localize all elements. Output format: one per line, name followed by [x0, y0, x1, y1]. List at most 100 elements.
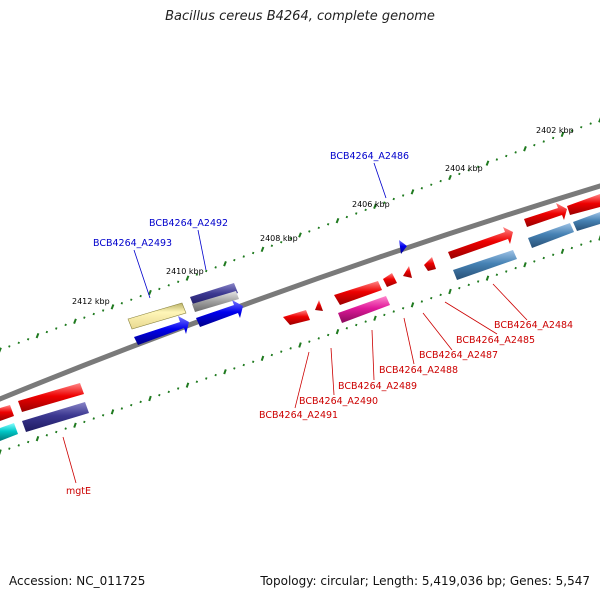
scale-tick-major	[560, 248, 565, 255]
gene-label-bcb4264-a2486[interactable]: BCB4264_A2486	[330, 151, 409, 162]
gene-arrow[interactable]	[524, 203, 567, 227]
gene-arrow[interactable]	[22, 402, 89, 432]
scale-tick-minor	[101, 413, 105, 417]
scale-tick-minor	[101, 309, 105, 312]
scale-tick-minor	[580, 243, 583, 246]
gene-label-bcb4264-a2490[interactable]: BCB4264_A2490	[299, 396, 378, 407]
scale-tick-minor	[139, 294, 142, 298]
scale-tick-minor	[355, 212, 358, 215]
scale-tick-minor	[289, 237, 292, 240]
leader-line	[373, 162, 387, 199]
scale-tick-minor	[158, 287, 161, 291]
scale-tick-major	[485, 160, 490, 166]
scale-labels: 2402 kbp 2404 kbp 2406 kbp 2408 kbp 2410…	[72, 126, 574, 306]
gene-arrow[interactable]	[0, 423, 18, 441]
reverse-strand-genes	[0, 257, 436, 441]
scale-tick-minor	[308, 230, 311, 233]
scale-tick-minor	[476, 165, 480, 169]
scale-tick-minor	[167, 390, 170, 394]
gene-arrow[interactable]	[134, 316, 189, 345]
scale-tick-minor	[242, 363, 245, 367]
scale-tick-minor	[495, 158, 499, 161]
scale-tick-major	[148, 289, 152, 296]
gene-arrow[interactable]	[424, 257, 436, 271]
gene-label-bcb4264-a2493[interactable]: BCB4264_A2493	[93, 238, 172, 249]
leader-line	[197, 229, 207, 271]
scale-tick-major	[598, 117, 600, 123]
scale-tick-minor	[514, 151, 517, 154]
scale-tick-minor	[83, 420, 86, 424]
gene-arrow[interactable]	[567, 194, 600, 215]
leader-line	[133, 249, 151, 299]
scale-tick-minor	[364, 320, 367, 323]
scale-tick-minor	[495, 273, 499, 277]
gene-label-bcb4264-a2488[interactable]: BCB4264_A2488	[379, 365, 458, 376]
gene-label-bcb4264-a2487[interactable]: BCB4264_A2487	[419, 350, 498, 361]
gene-arrow[interactable]	[453, 250, 517, 280]
leader-line	[403, 317, 415, 365]
scale-tick-minor	[17, 444, 20, 447]
gene-label-mgte[interactable]: mgtE	[66, 486, 91, 497]
scale-tick-minor	[195, 273, 199, 276]
gene-arrow[interactable]	[334, 281, 382, 305]
forward-strand-genes	[127, 194, 600, 345]
scale-tick-minor	[326, 222, 330, 226]
gene-label-bcb4264-a2492[interactable]: BCB4264_A2492	[149, 218, 228, 229]
gene-arrow[interactable]	[283, 310, 310, 325]
scale-tick-minor	[205, 269, 208, 273]
scale-tick-minor	[420, 186, 424, 190]
gene-arrow[interactable]	[383, 273, 397, 287]
gene-arrow[interactable]	[18, 383, 84, 412]
scale-tick-minor	[589, 122, 592, 125]
scale-tick-minor	[542, 256, 545, 260]
gene-arrow[interactable]	[127, 302, 187, 330]
scale-tick-minor	[383, 201, 386, 204]
scale-tick-major	[185, 382, 190, 388]
scale-tick-minor	[364, 208, 367, 212]
scale-tick-minor	[205, 377, 208, 380]
scale-tick-minor	[167, 284, 170, 287]
gene-label-bcb4264-a2491[interactable]: BCB4264_A2491	[259, 410, 338, 421]
scale-tick-minor	[176, 280, 180, 284]
gene-label-bcb4264-a2489[interactable]: BCB4264_A2489	[338, 381, 417, 392]
gene-arrow[interactable]	[196, 300, 243, 327]
gene-arrow[interactable]	[338, 296, 390, 323]
scale-tick-minor	[92, 312, 95, 316]
gene-arrow[interactable]	[403, 266, 412, 278]
scale-tick-major	[373, 315, 377, 321]
gene-label-bcb4264-a2484[interactable]: BCB4264_A2484	[494, 320, 573, 331]
scale-tick-major	[523, 262, 527, 268]
scale-tick-minor	[467, 283, 470, 287]
gene-arrow[interactable]	[315, 300, 323, 311]
scale-tick-major	[298, 342, 302, 348]
gene-arrow[interactable]	[528, 223, 574, 248]
gene-label-bcb4264-a2485[interactable]: BCB4264_A2485	[456, 335, 535, 346]
gene-arrow[interactable]	[448, 227, 513, 259]
scale-tick-minor	[214, 373, 217, 377]
scale-tick-major	[73, 318, 77, 324]
gene-arrow[interactable]	[399, 240, 407, 254]
gene-arrow[interactable]	[0, 405, 14, 421]
scale-tick-minor	[505, 270, 508, 273]
scale-tick-minor	[355, 323, 358, 327]
scale-tick-minor	[214, 266, 217, 269]
scale-tick-major	[260, 355, 265, 362]
scale-tick-major	[110, 409, 115, 415]
scale-tick-minor	[439, 293, 442, 297]
scale-tick-major	[35, 435, 40, 442]
scale-tick-minor	[439, 179, 442, 183]
gene-arrow[interactable]	[573, 212, 600, 231]
genome-summary: Topology: circular; Length: 5,419,036 bp…	[260, 574, 590, 588]
scale-tick-minor	[64, 427, 67, 430]
scale-tick-minor	[505, 154, 508, 158]
leader-line	[492, 283, 528, 321]
map-title: Bacillus cereus B4264, complete genome	[165, 9, 435, 24]
scale-tick-minor	[533, 260, 536, 263]
scale-tick-minor	[120, 407, 124, 410]
gene-arrow[interactable]	[192, 291, 239, 312]
gene-arrow[interactable]	[190, 283, 238, 307]
scale-tick-minor	[270, 244, 274, 248]
scale-tick-minor	[242, 255, 245, 258]
scale-label-2408: 2408 kbp	[260, 234, 298, 243]
